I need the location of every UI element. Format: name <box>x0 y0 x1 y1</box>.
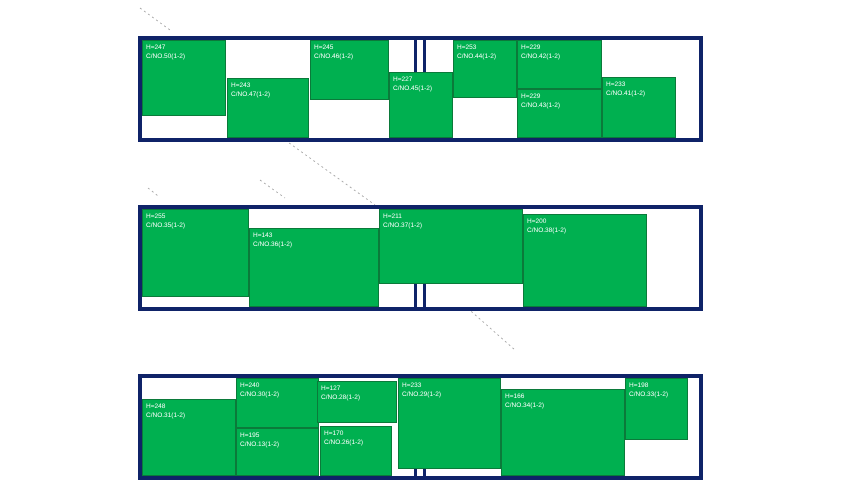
box-carton-label: C/NO.31(1-2) <box>146 412 186 419</box>
box-height-label: H=211 <box>383 213 402 220</box>
box-height-label: H=166 <box>505 393 525 400</box>
box-carton-label: C/NO.41(1-2) <box>606 90 646 97</box>
box-carton-label: C/NO.33(1-2) <box>629 391 669 398</box>
box-carton-label: C/NO.44(1-2) <box>457 53 497 60</box>
box-carton-label: C/NO.45(1-2) <box>393 85 433 92</box>
box-height-label: H=233 <box>606 81 626 88</box>
box-carton-label: C/NO.29(1-2) <box>402 391 442 398</box>
box-carton-label: C/NO.30(1-2) <box>240 391 280 398</box>
box-carton-label: C/NO.42(1-2) <box>521 53 561 60</box>
box-height-label: H=253 <box>457 44 477 51</box>
box-height-label: H=229 <box>521 44 541 51</box>
box-height-label: H=243 <box>231 82 251 89</box>
box-height-label: H=245 <box>314 44 334 51</box>
box-carton-label: C/NO.47(1-2) <box>231 91 271 98</box>
box-height-label: H=240 <box>240 382 260 389</box>
box-height-label: H=227 <box>393 76 413 83</box>
box-height-label: H=143 <box>253 232 273 239</box>
box-height-label: H=248 <box>146 403 166 410</box>
box-carton-label: C/NO.46(1-2) <box>314 53 354 60</box>
box-height-label: H=198 <box>629 382 649 389</box>
box-height-label: H=255 <box>146 213 166 220</box>
box-carton-label: C/NO.34(1-2) <box>505 402 545 409</box>
box-height-label: H=229 <box>521 93 541 100</box>
box-carton-label: C/NO.26(1-2) <box>324 439 364 446</box>
box-height-label: H=127 <box>321 385 341 392</box>
box-height-label: H=200 <box>527 218 547 225</box>
box-height-label: H=195 <box>240 432 260 439</box>
box-carton-label: C/NO.50(1-2) <box>146 53 186 60</box>
box-carton-label: C/NO.28(1-2) <box>321 394 361 401</box>
box-carton-label: C/NO.43(1-2) <box>521 102 561 109</box>
box-height-label: H=170 <box>324 430 344 437</box>
box-carton-label: C/NO.13(1-2) <box>240 441 280 448</box>
box-carton-label: C/NO.35(1-2) <box>146 222 186 229</box>
box-carton-label: C/NO.36(1-2) <box>253 241 293 248</box>
box-carton-label: C/NO.38(1-2) <box>527 227 567 234</box>
box-height-label: H=233 <box>402 382 422 389</box>
box-carton-label: C/NO.37(1-2) <box>383 222 423 229</box>
box-height-label: H=247 <box>146 44 166 51</box>
